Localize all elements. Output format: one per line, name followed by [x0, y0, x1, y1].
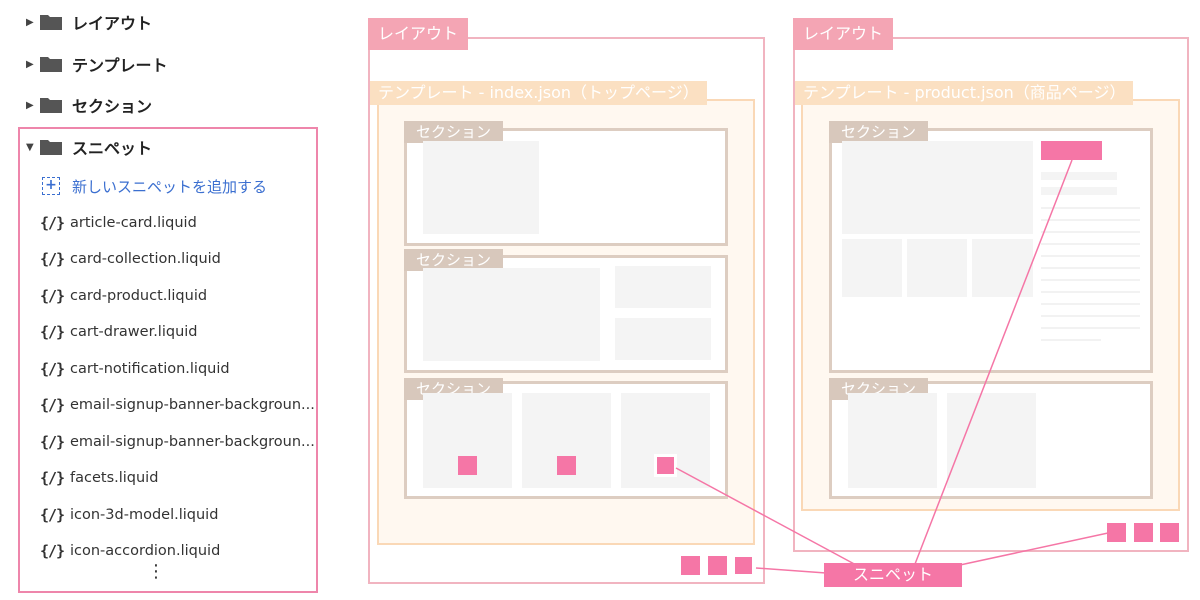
placeholder-line — [1041, 187, 1117, 195]
folder-label: スニペット — [72, 139, 153, 158]
folder-icon — [40, 14, 62, 30]
placeholder-block — [423, 141, 539, 234]
placeholder-line — [1041, 327, 1140, 329]
placeholder-block — [615, 318, 711, 360]
add-snippet-link[interactable]: + 新しいスニペットを追加する — [42, 174, 267, 198]
file-item[interactable]: {/} card-product.liquid — [40, 285, 318, 307]
file-item[interactable]: {/} email-signup-banner-backgroun... — [40, 431, 318, 453]
placeholder-line — [1041, 291, 1140, 293]
file-item[interactable]: {/} icon-accordion.liquid — [40, 540, 318, 562]
folder-layout[interactable]: ▶ レイアウト — [26, 10, 152, 34]
connector-line — [959, 532, 1109, 566]
connector-line — [675, 467, 859, 567]
placeholder-line — [1041, 255, 1140, 257]
folder-sections[interactable]: ▶ セクション — [26, 93, 152, 117]
chevron-right-icon: ▶ — [26, 99, 34, 111]
liquid-file-icon: {/} — [40, 287, 65, 305]
folder-icon — [40, 56, 62, 72]
placeholder-block — [907, 239, 967, 297]
chevron-down-icon: ▼ — [26, 141, 34, 153]
placeholder-block — [947, 393, 1036, 488]
folder-label: セクション — [72, 97, 153, 116]
layout-box-right — [793, 37, 1189, 552]
placeholder-block — [842, 141, 1033, 234]
template-label-product: テンプレート - product.json（商品ページ） — [795, 81, 1134, 105]
snippet-marker — [1107, 523, 1126, 542]
folder-label: レイアウト — [72, 14, 153, 33]
liquid-file-icon: {/} — [40, 469, 65, 487]
snippet-marker — [1134, 523, 1153, 542]
file-item[interactable]: {/} cart-notification.liquid — [40, 358, 318, 380]
section-label: セクション — [404, 249, 504, 271]
placeholder-block — [423, 268, 600, 361]
placeholder-line — [1041, 315, 1140, 317]
placeholder-block — [848, 393, 937, 488]
liquid-file-icon: {/} — [40, 360, 65, 378]
placeholder-line — [1041, 243, 1140, 245]
liquid-file-icon: {/} — [40, 506, 65, 524]
folder-snippets[interactable]: ▼ スニペット — [26, 135, 152, 159]
liquid-file-icon: {/} — [40, 433, 65, 451]
liquid-file-icon: {/} — [40, 542, 65, 560]
placeholder-line — [1041, 339, 1101, 341]
snippet-marker — [1041, 141, 1102, 160]
liquid-file-icon: {/} — [40, 323, 65, 341]
file-item[interactable]: {/} card-collection.liquid — [40, 248, 318, 270]
folder-label: テンプレート — [72, 56, 168, 75]
chevron-right-icon: ▶ — [26, 58, 34, 70]
file-item[interactable]: {/} email-signup-banner-backgroun... — [40, 394, 318, 416]
placeholder-line — [1041, 172, 1117, 180]
connector-line — [914, 159, 1073, 565]
snippet-marker — [458, 456, 477, 475]
liquid-file-icon: {/} — [40, 214, 65, 232]
section-label: セクション — [829, 121, 929, 143]
placeholder-line — [1041, 219, 1140, 221]
layout-box-left — [368, 37, 765, 584]
folder-templates[interactable]: ▶ テンプレート — [26, 52, 168, 76]
file-item[interactable]: {/} icon-3d-model.liquid — [40, 504, 318, 526]
placeholder-line — [1041, 207, 1140, 209]
placeholder-line — [1041, 279, 1140, 281]
placeholder-block — [842, 239, 902, 297]
liquid-file-icon: {/} — [40, 250, 65, 268]
folder-icon — [40, 139, 62, 155]
layout-label-left: レイアウト — [368, 18, 469, 50]
file-item[interactable]: {/} facets.liquid — [40, 467, 318, 489]
add-file-icon: + — [42, 177, 60, 195]
placeholder-block — [615, 266, 711, 308]
snippet-marker — [654, 454, 677, 477]
folder-icon — [40, 97, 62, 113]
connector-line — [755, 567, 827, 574]
add-snippet-label: 新しいスニペットを追加する — [72, 177, 268, 196]
file-item[interactable]: {/} article-card.liquid — [40, 212, 318, 234]
chevron-right-icon: ▶ — [26, 16, 34, 28]
template-label-index: テンプレート - index.json（トップページ） — [370, 81, 707, 105]
snippet-marker — [681, 556, 700, 575]
snippet-marker — [1160, 523, 1179, 542]
file-tree-sidebar: ▶ レイアウト ▶ テンプレート ▶ セクション ▼ スニペット + 新しいスニ… — [0, 0, 330, 600]
placeholder-line — [1041, 231, 1140, 233]
file-item[interactable]: {/} cart-drawer.liquid — [40, 321, 318, 343]
snippet-marker — [732, 554, 755, 577]
placeholder-line — [1041, 303, 1140, 305]
placeholder-line — [1041, 267, 1140, 269]
snippet-marker — [708, 556, 727, 575]
section-label: セクション — [404, 121, 504, 143]
layout-label-right: レイアウト — [793, 18, 894, 50]
liquid-file-icon: {/} — [40, 396, 65, 414]
snippet-marker — [557, 456, 576, 475]
snippet-label: スニペット — [824, 563, 962, 587]
snippets-highlight-box — [18, 127, 318, 593]
